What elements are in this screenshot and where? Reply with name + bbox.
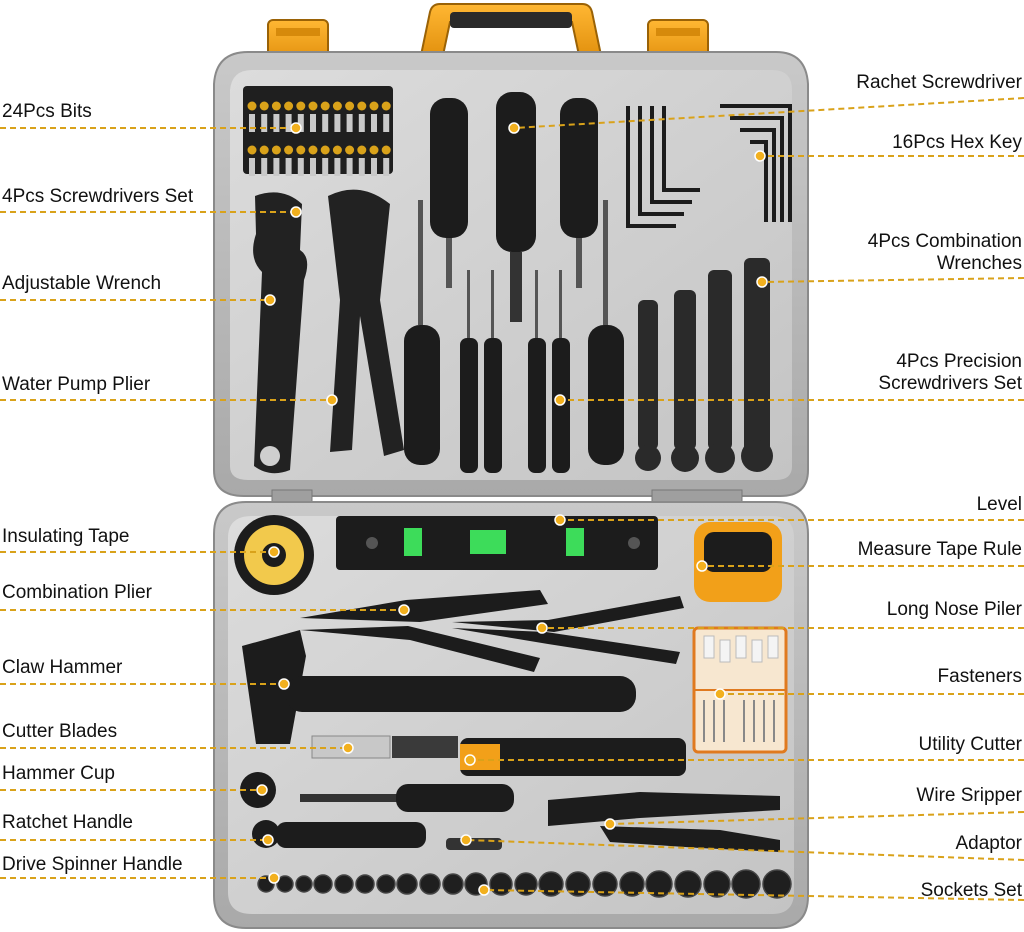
label-adaptor: Adaptor (955, 833, 1022, 854)
label-adjustable-wrench: Adjustable Wrench (2, 273, 162, 294)
label-claw-hammer: Claw Hammer (2, 657, 123, 678)
label-cutter-blades: Cutter Blades (2, 721, 118, 742)
label-16pcs-hex-key: 16Pcs Hex Key (892, 132, 1022, 153)
label-sockets-set: Sockets Set (920, 880, 1022, 901)
label-measure-tape-rule: Measure Tape Rule (857, 539, 1022, 560)
adjustable-wrench (253, 192, 308, 474)
leader-lines (0, 97, 1024, 901)
claw-hammer (242, 630, 636, 744)
label-long-nose-piler: Long Nose Piler (886, 599, 1022, 620)
label-4pcs-screwdrivers-set: 4Pcs Screwdrivers Set (2, 186, 194, 207)
long-nose-plier (452, 596, 684, 664)
label-utility-cutter: Utility Cutter (918, 734, 1022, 755)
label-insulating-tape: Insulating Tape (2, 526, 130, 547)
label-24pcs-bits: 24Pcs Bits (2, 101, 92, 122)
sockets-set (257, 869, 792, 899)
label-hammer-cup: Hammer Cup (2, 763, 115, 784)
measure-tape (694, 522, 782, 602)
label-level: Level (976, 494, 1022, 515)
level (336, 516, 658, 570)
utility-cutter (460, 738, 686, 776)
wire-stripper (548, 792, 780, 852)
label-wire-sripper: Wire Sripper (916, 785, 1022, 806)
combination-wrenches (635, 258, 773, 473)
adaptor (446, 838, 502, 850)
hex-keys (626, 104, 792, 228)
label-water-pump-plier: Water Pump Plier (2, 374, 151, 395)
label-combination-plier: Combination Plier (2, 582, 152, 603)
drive-spinner-handle (300, 784, 514, 812)
water-pump-plier (328, 189, 404, 456)
label-drive-spinner-handle: Drive Spinner Handle (2, 854, 183, 875)
fasteners-box (692, 626, 788, 754)
label-fasteners: Fasteners (937, 666, 1022, 687)
case-handle (418, 3, 604, 61)
combination-plier (300, 590, 548, 672)
bit-set (243, 86, 393, 176)
label-ratchet-handle: Ratchet Handle (2, 812, 133, 833)
label-rachet-screwdriver: Rachet Screwdriver (856, 72, 1022, 93)
screwdrivers-large (404, 92, 624, 465)
